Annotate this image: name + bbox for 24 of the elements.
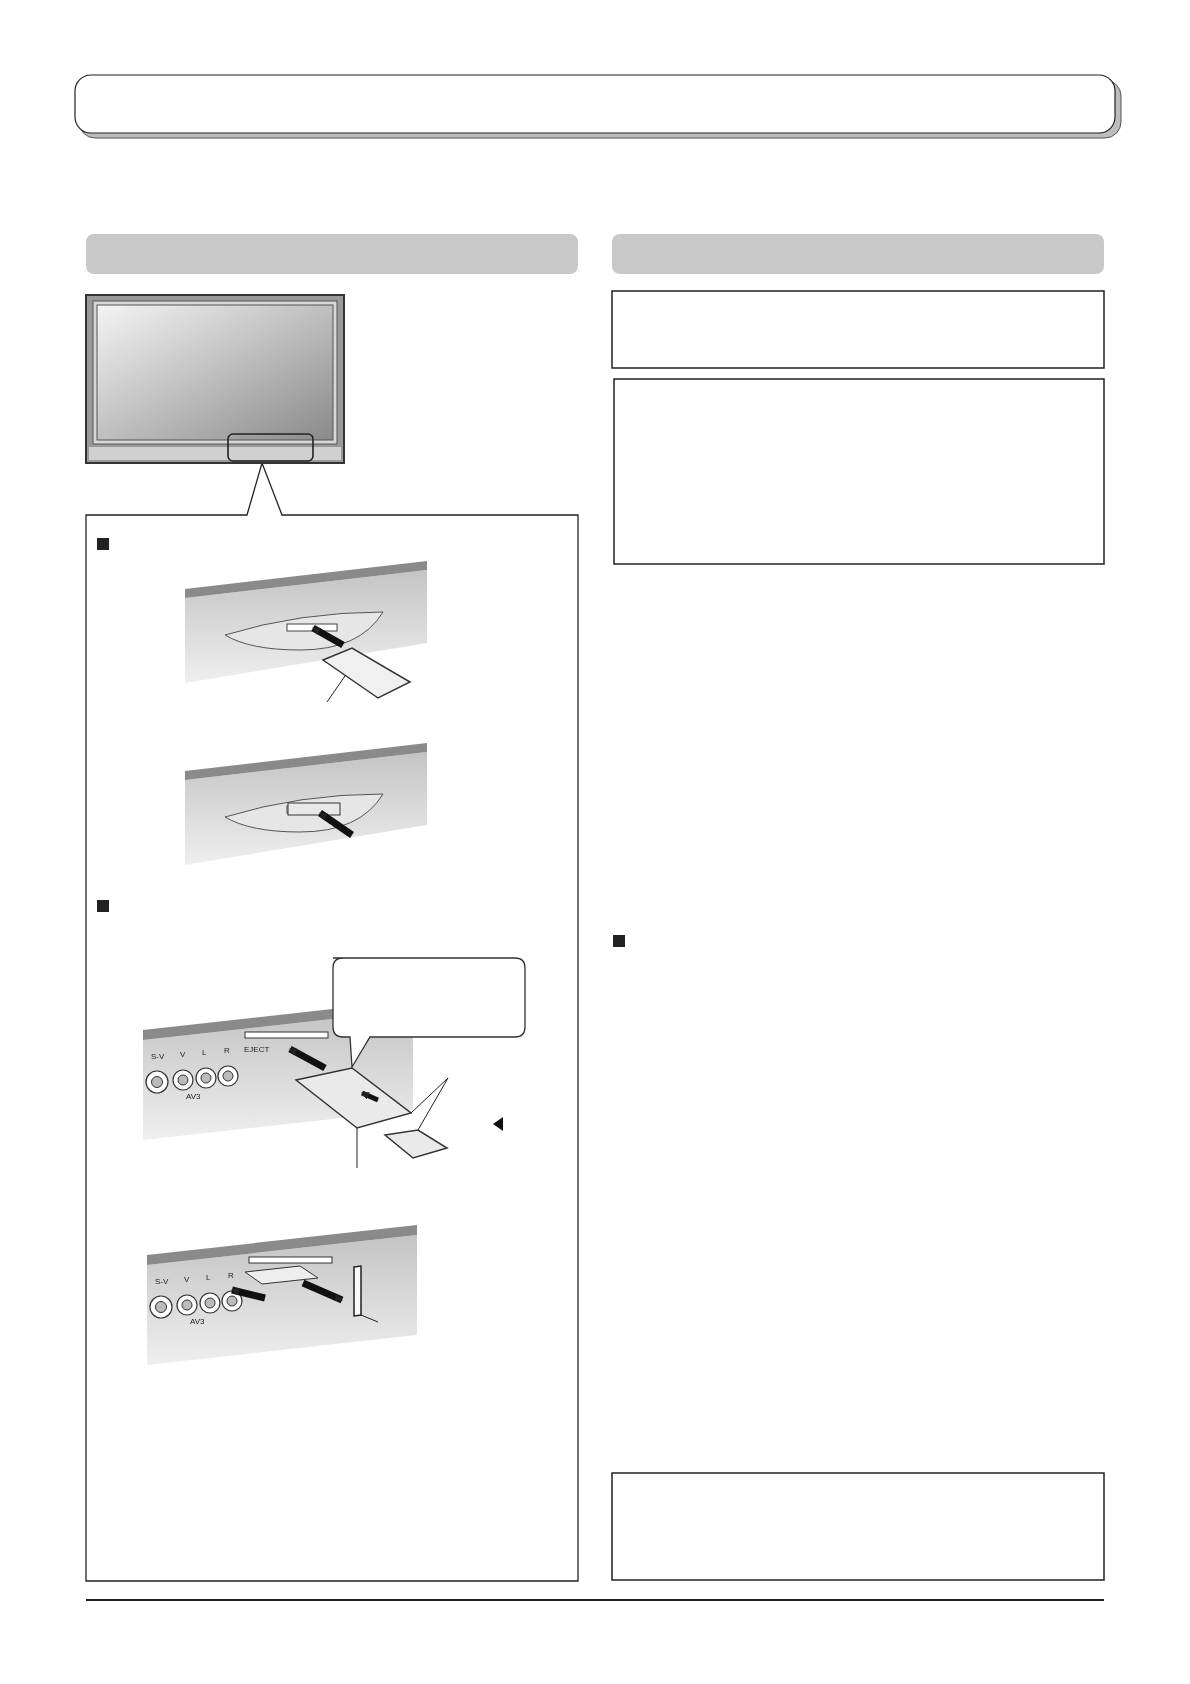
port-label: L [202,1048,207,1057]
port-label: L [206,1273,211,1282]
port-label: R [228,1271,234,1280]
port-label: S-V [155,1277,169,1286]
leader-line [360,1314,379,1323]
note-box [613,378,1105,565]
leader-line [417,1077,449,1131]
port-label: S-V [151,1052,165,1061]
card-adapter-drawing [294,1067,413,1129]
leader-line [410,1077,449,1114]
note-box [611,290,1105,369]
slot-cover-edge [353,1265,362,1317]
memory-card-drawing [321,647,412,699]
leader-line [356,1127,358,1169]
port-label: EJECT [244,1045,270,1054]
port-label: AV3 [190,1317,205,1326]
memory-card-drawing [383,1129,449,1159]
port-label: AV3 [186,1092,201,1101]
speech-bubble [332,957,526,1068]
leader-line [326,674,346,703]
port-label: V [184,1275,190,1284]
port-label: V [180,1050,186,1059]
port-label: R [224,1046,230,1055]
note-box [611,1472,1105,1581]
